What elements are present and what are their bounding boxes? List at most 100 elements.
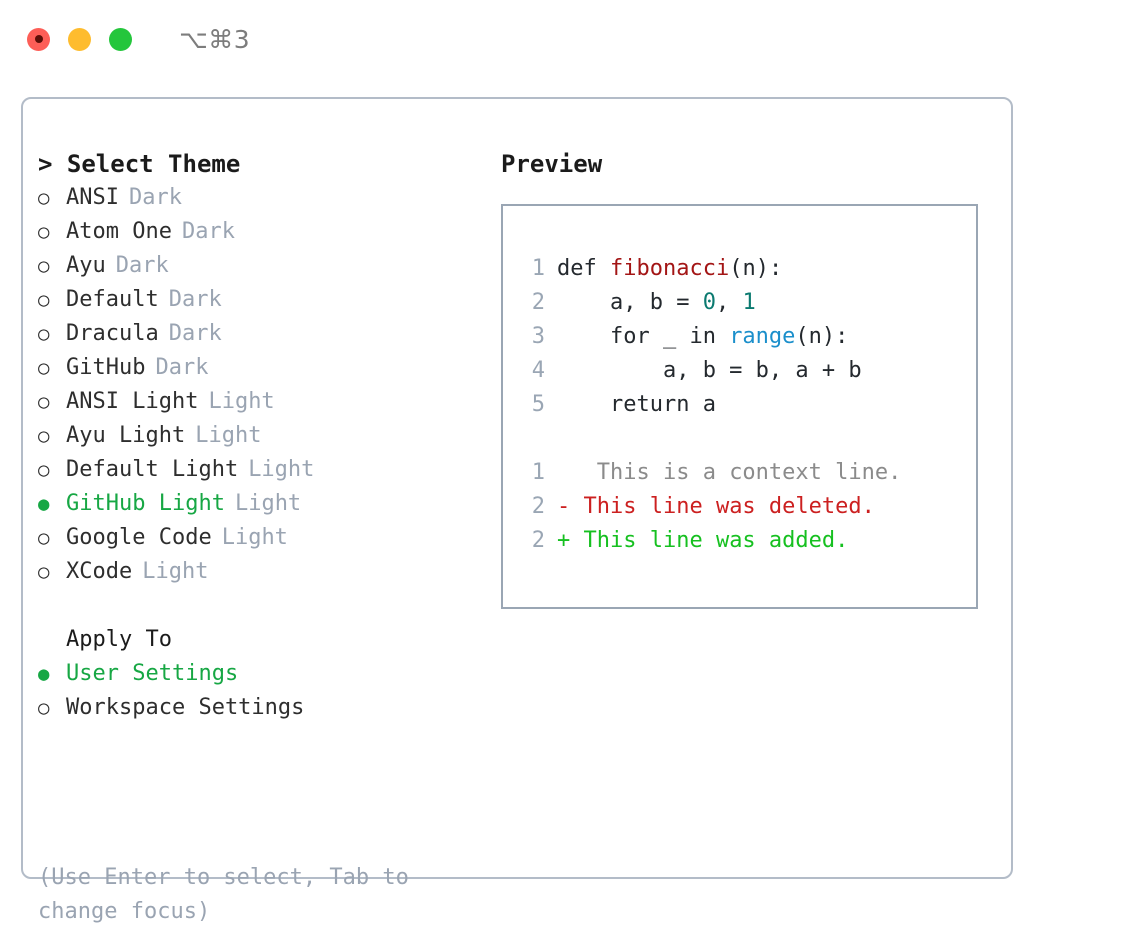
list-spacer [38,589,468,623]
code-token: return a [557,392,716,417]
zoom-window-button[interactable] [109,27,132,51]
code-token: a, b = b, a + b [557,358,862,383]
theme-option-label: Ayu Light [66,423,186,448]
theme-option-label: Default [66,287,159,312]
code-token: (n): [729,256,783,281]
code-token: 1 [742,290,756,315]
diff-sample: 1 This is a context line.2- This line wa… [519,456,968,558]
apply-to-option-row[interactable]: ● User Settings [38,657,468,691]
theme-option-label: Dracula [66,321,159,346]
diff-line-text: This is a context line. [570,460,902,485]
theme-option-label: ANSI Light [66,389,199,414]
code-token: fibonacci [609,256,730,281]
theme-variant-label: Light [195,423,262,448]
theme-variant-label: Dark [128,185,182,210]
apply-to-option-label: User Settings [66,661,239,686]
apply-to-list: ● User Settings ○ Workspace Settings [38,657,468,725]
theme-option-row[interactable]: ○ GitHub Dark [38,351,468,385]
code-token: 0 [702,290,716,315]
code-line: 3 for _ in range(n): [519,320,968,354]
diff-line-text: This line was deleted. [570,494,875,519]
preview-column: Preview [501,147,991,181]
code-line-number: 2 [531,290,545,315]
close-window-button[interactable] [27,27,50,51]
apply-to-heading: Apply To [66,627,172,652]
code-line-number: 1 [531,256,545,281]
diff-line: 2- This line was deleted. [519,490,968,524]
radio-selected-icon: ● [38,663,50,685]
radio-unselected-icon: ○ [38,255,50,277]
code-token: def [557,256,610,281]
radio-selected-icon: ● [38,493,50,515]
theme-option-label: Ayu [66,253,106,278]
code-line: 1 def fibonacci(n): [519,252,968,286]
theme-option-row[interactable]: ○ ANSI Dark [38,181,468,215]
theme-variant-label: Light [142,559,209,584]
radio-unselected-icon: ○ [38,187,50,209]
apply-to-option-label: Workspace Settings [66,695,305,720]
radio-unselected-icon: ○ [38,425,50,447]
code-token: (n): [795,324,849,349]
select-theme-heading: > Select Theme [38,150,241,178]
radio-unselected-icon: ○ [38,221,50,243]
diff-sign: + [557,528,571,553]
diff-line: 2+ This line was added. [519,524,968,558]
radio-unselected-icon: ○ [38,527,50,549]
code-token: , [715,290,743,315]
code-diff-separator [519,422,968,456]
theme-option-label: Google Code [66,525,212,550]
code-token: a, b = [557,290,703,315]
preview-heading: Preview [501,150,603,178]
code-line: 4 a, b = b, a + b [519,354,968,388]
theme-option-label: ANSI [66,185,119,210]
radio-unselected-icon: ○ [38,697,50,719]
theme-variant-label: Dark [115,253,169,278]
code-token: range [729,324,796,349]
code-line-text: def fibonacci(n): [557,252,782,286]
theme-option-row[interactable]: ○ Ayu Light Light [38,419,468,453]
theme-option-row[interactable]: ○ Google Code Light [38,521,468,555]
code-line-text: for _ in range(n): [557,320,848,354]
theme-variant-label: Dark [181,219,235,244]
radio-unselected-icon: ○ [38,323,50,345]
code-line-text: a, b = 0, 1 [557,286,756,320]
minimize-window-button[interactable] [68,27,91,51]
radio-unselected-icon: ○ [38,459,50,481]
code-line-number: 5 [531,392,545,417]
keyboard-shortcut-label: ⌥⌘3 [179,24,251,54]
radio-unselected-icon: ○ [38,561,50,583]
diff-line: 1 This is a context line. [519,456,968,490]
radio-unselected-icon: ○ [38,357,50,379]
theme-variant-label: Dark [155,355,209,380]
theme-option-row[interactable]: ○ Atom One Dark [38,215,468,249]
diff-line-number: 2 [531,494,545,519]
diff-sign [557,456,570,490]
title-bar: ⌥⌘3 [0,0,1140,78]
theme-option-label: GitHub [66,355,146,380]
radio-unselected-icon: ○ [38,391,50,413]
code-line-text: return a [557,388,716,422]
keyboard-hint-text: (Use Enter to select, Tab to change focu… [38,865,409,924]
code-line-text: a, b = b, a + b [557,354,862,388]
diff-sign: - [557,494,571,519]
theme-option-label: Atom One [66,219,172,244]
theme-option-row[interactable]: ○ Ayu Dark [38,249,468,283]
theme-variant-label: Dark [168,287,222,312]
diff-line-number: 1 [531,460,545,485]
theme-variant-label: Light [221,525,288,550]
code-line: 2 a, b = 0, 1 [519,286,968,320]
code-line-number: 3 [531,324,545,349]
traffic-light-group [27,27,132,51]
apply-to-option-row[interactable]: ○ Workspace Settings [38,691,468,725]
